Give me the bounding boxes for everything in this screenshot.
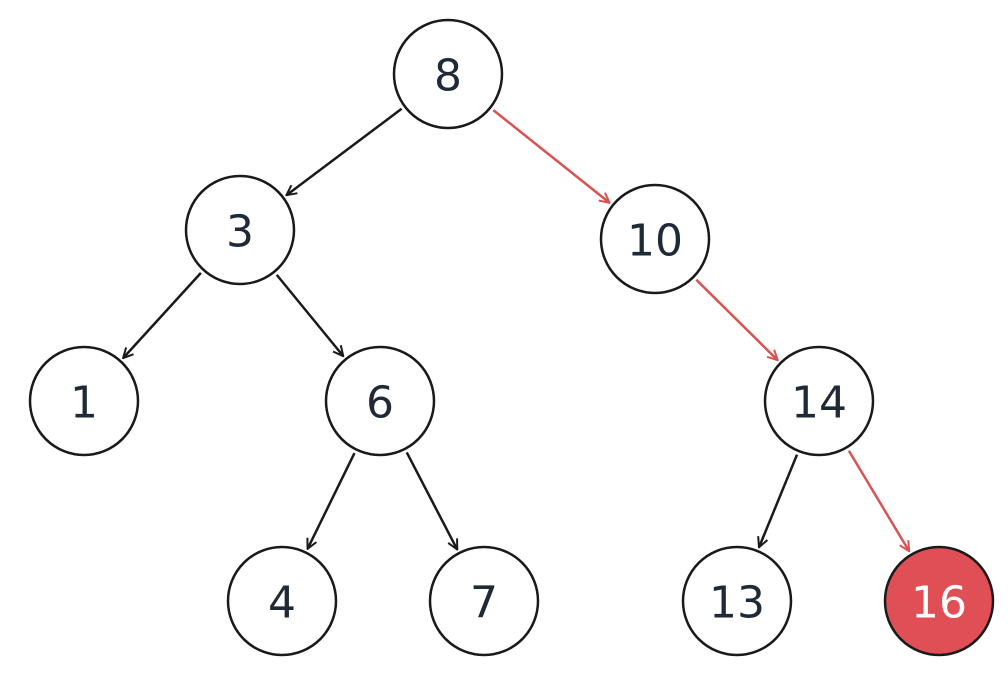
node-circle bbox=[883, 545, 995, 657]
edge-14-to-16-highlighted bbox=[847, 450, 909, 552]
tree-node-13: 13 bbox=[681, 545, 793, 657]
edge-3-to-6 bbox=[275, 274, 344, 356]
node-circle bbox=[599, 183, 711, 295]
node-label: 1 bbox=[70, 378, 98, 429]
tree-node-16-highlighted: 16 bbox=[883, 545, 995, 657]
edge-3-to-1 bbox=[123, 272, 202, 358]
tree-node-6: 6 bbox=[324, 345, 436, 457]
tree-node-7: 7 bbox=[428, 545, 540, 657]
node-label: 14 bbox=[791, 378, 847, 429]
tree-node-10: 10 bbox=[599, 183, 711, 295]
node-label: 4 bbox=[268, 578, 296, 629]
node-label: 6 bbox=[366, 378, 394, 429]
tree-node-4: 4 bbox=[226, 545, 338, 657]
node-label: 13 bbox=[709, 578, 765, 629]
node-circle bbox=[324, 345, 436, 457]
node-label: 16 bbox=[911, 578, 967, 629]
edge-6-to-7 bbox=[405, 451, 459, 549]
edge-10-to-14-highlighted bbox=[695, 278, 777, 360]
edge-6-to-4 bbox=[306, 452, 356, 549]
node-circle bbox=[763, 345, 875, 457]
edge-8-to-10-highlighted bbox=[492, 109, 609, 203]
node-circle bbox=[681, 545, 793, 657]
tree-node-8: 8 bbox=[392, 18, 504, 130]
edge-8-to-3 bbox=[286, 107, 403, 195]
edge-14-to-13 bbox=[759, 454, 799, 548]
node-circle bbox=[28, 345, 140, 457]
edges-layer bbox=[123, 107, 909, 552]
node-label: 3 bbox=[226, 207, 254, 258]
node-circle bbox=[184, 174, 296, 286]
node-circle bbox=[428, 545, 540, 657]
node-circle bbox=[226, 545, 338, 657]
node-label: 8 bbox=[434, 51, 462, 102]
tree-node-3: 3 bbox=[184, 174, 296, 286]
node-label: 7 bbox=[470, 578, 498, 629]
node-label: 10 bbox=[627, 216, 683, 267]
tree-node-1: 1 bbox=[28, 345, 140, 457]
node-circle bbox=[392, 18, 504, 130]
tree-node-14: 14 bbox=[763, 345, 875, 457]
